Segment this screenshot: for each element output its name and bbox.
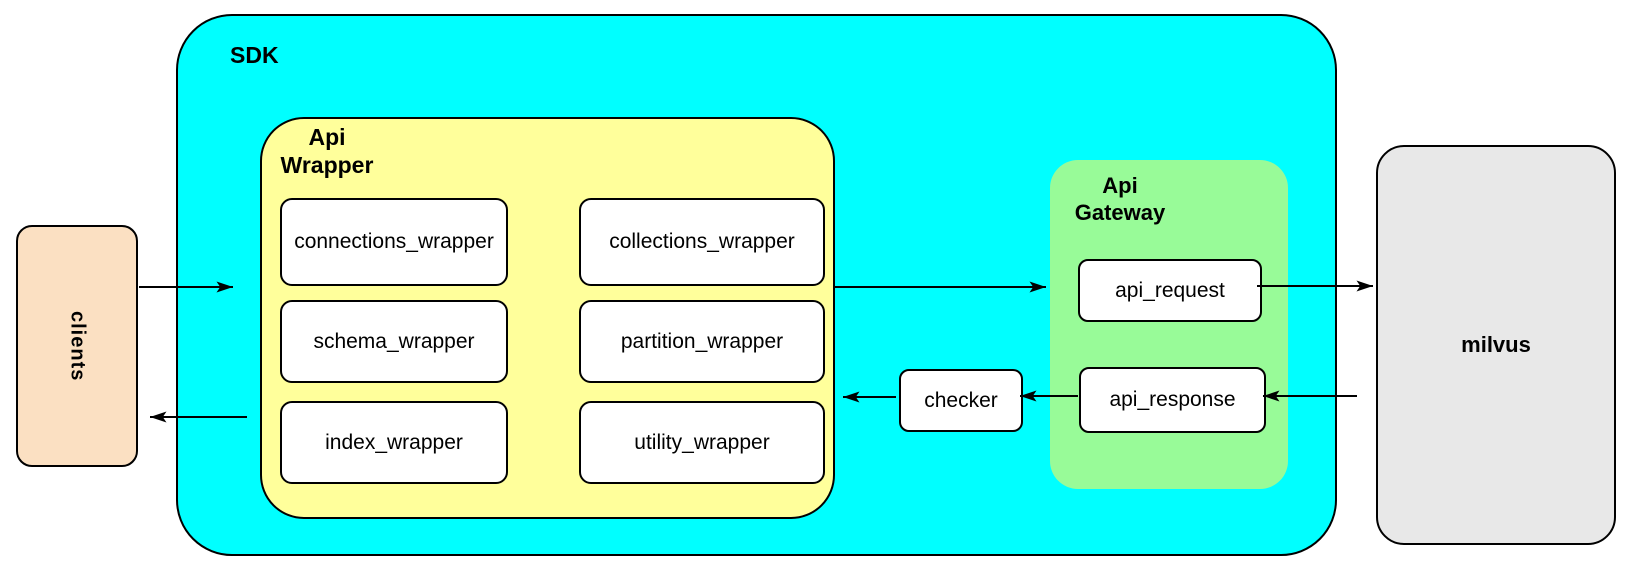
sdk-label: SDK — [230, 42, 279, 68]
module-collections-wrapper: collections_wrapper — [579, 198, 825, 286]
module-index-wrapper: index_wrapper — [280, 401, 508, 484]
module-partition-wrapper: partition_wrapper — [579, 300, 825, 383]
clients-label: clients — [66, 310, 89, 382]
api-wrapper-label: Api Wrapper — [262, 123, 392, 179]
api-gateway-container: Api Gateway api_request api_response — [1050, 160, 1288, 489]
checker-node: checker — [899, 369, 1023, 432]
sdk-container: SDK Api Wrapper connections_wrapper coll… — [176, 14, 1337, 556]
module-schema-wrapper: schema_wrapper — [280, 300, 508, 383]
api-wrapper-container: Api Wrapper connections_wrapper collecti… — [260, 117, 835, 519]
api-gateway-label: Api Gateway — [1050, 172, 1190, 226]
api-gateway-label-line1: Api — [1102, 173, 1138, 198]
module-api-request: api_request — [1078, 259, 1262, 322]
api-wrapper-label-line1: Api — [308, 124, 346, 150]
api-gateway-label-line2: Gateway — [1074, 200, 1166, 225]
clients-node: clients — [16, 225, 138, 467]
module-connections-wrapper: connections_wrapper — [280, 198, 508, 286]
milvus-label: milvus — [1461, 332, 1531, 357]
milvus-node: milvus — [1376, 145, 1616, 545]
api-wrapper-label-line2: Wrapper — [280, 152, 374, 178]
module-utility-wrapper: utility_wrapper — [579, 401, 825, 484]
module-api-response: api_response — [1079, 367, 1266, 433]
